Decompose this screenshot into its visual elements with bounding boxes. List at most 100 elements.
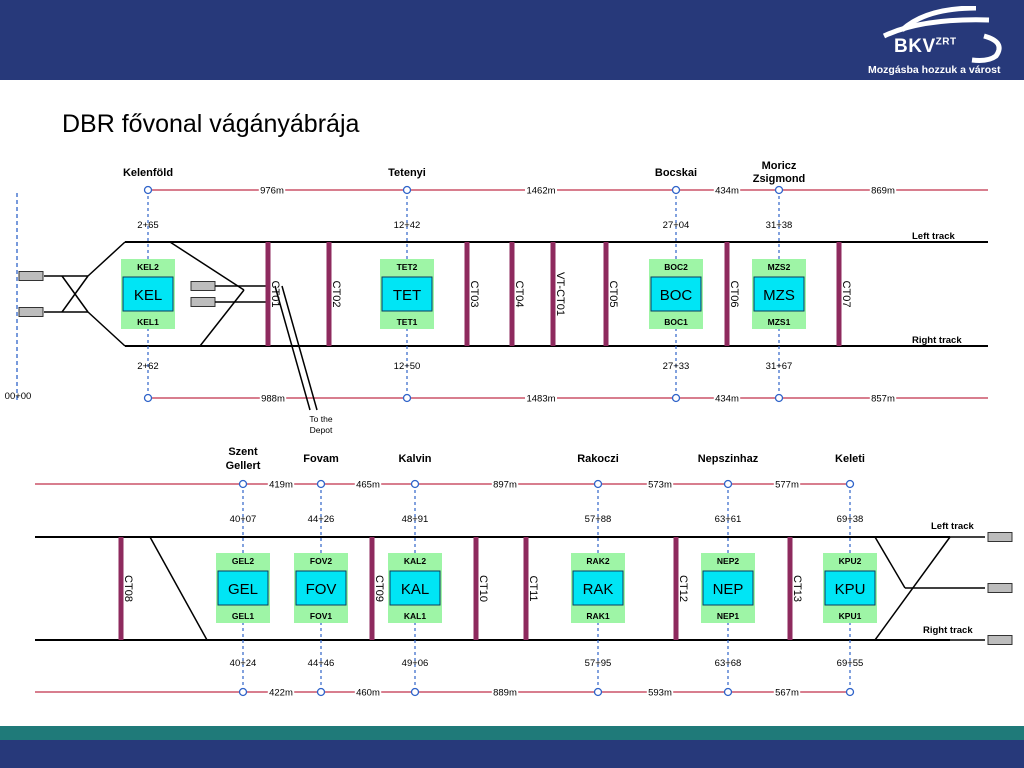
top-distance-lower-0-bg (259, 392, 287, 404)
top-station-boc-marker-upper (671, 185, 681, 195)
top-station-boc-name: Bocskai (655, 167, 697, 179)
top-crossover-ct04-label: CT04 (513, 281, 525, 308)
top-station-mzs-code: MZS (763, 287, 795, 304)
logo-superscript: ZRT (935, 36, 957, 48)
bottom-station-kpu-code-top: KPU2 (839, 556, 862, 566)
bottom-station-kal-platform (389, 570, 441, 606)
top-station-mzs-code-top: MZS2 (768, 262, 791, 272)
top-distance-upper-0-bg (258, 184, 286, 196)
top-crossover-ct05-label: CT05 (607, 281, 619, 308)
bottom-distance-lower-1-bg (354, 686, 382, 698)
top-distance-upper-1-bg (525, 184, 557, 196)
top-station-mzs-name2: Zsigmond (753, 173, 806, 185)
top-station-boc-code-top: BOC2 (664, 262, 688, 272)
top-station-mzs-code-bottom: MZS1 (768, 317, 791, 327)
bottom-station-gel-name: Szent (228, 446, 258, 458)
bottom-distance-upper-4: 577m (775, 480, 799, 491)
top-station-tet-platform (381, 276, 433, 312)
top-station-kel-code: KEL (134, 287, 162, 304)
top-station-kel-code-bottom: KEL1 (137, 317, 159, 327)
depot-line-a (274, 285, 311, 411)
bottom-distance-upper-1: 465m (356, 480, 380, 491)
top-station-tet-code: TET (393, 287, 421, 304)
bottom-station-nep-chain-bottom: 63+68 (715, 658, 742, 669)
top-left-track-converge-a (87, 241, 126, 277)
top-station-tet-name: Tetenyi (388, 167, 426, 179)
top-crossover-ct02-label: CT02 (330, 281, 342, 308)
top-distance-lower-1-bg (525, 392, 557, 404)
bottom-switch-b (874, 536, 951, 641)
top-station-tet-chain-top: 12+42 (394, 220, 421, 231)
top-station-kel-code-top: KEL2 (137, 262, 159, 272)
bottom-station-nep-platform (702, 570, 754, 606)
top-station-boc-code-bottom: BOC1 (664, 317, 688, 327)
bottom-station-gel-code-bottom: GEL1 (232, 611, 254, 621)
bottom-station-fov-code-bottom: FOV1 (310, 611, 332, 621)
bottom-station-kpu-platform (824, 570, 876, 606)
top-distance-lower-2: 434m (715, 394, 739, 405)
page-title: DBR fővonal vágányábrája (62, 110, 360, 138)
top-station-kel-marker-lower (143, 393, 153, 403)
top-crossover-ct07-label: CT07 (840, 281, 852, 308)
bottom-buffer-stop-lower (987, 635, 1013, 645)
top-station-mzs-chain-top: 31+38 (766, 220, 793, 231)
top-station-kel-chain-bottom: 2+62 (137, 361, 158, 372)
logo-tagline: Mozgásba hozzuk a várost (868, 64, 1001, 76)
top-station-kel-chain-top: 2+65 (137, 220, 158, 231)
top-distance-upper-3-bg (869, 184, 897, 196)
bottom-distance-lower-2-bg (491, 686, 519, 698)
top-buffer-stop-upper (18, 271, 44, 281)
top-left-track-label: Left track (912, 231, 955, 242)
bottom-station-fov-chain-bottom: 44+46 (308, 658, 335, 669)
bottom-station-gel-code-top: GEL2 (232, 556, 254, 566)
top-station-mzs-marker-lower (774, 393, 784, 403)
top-station-mzs-chain-bottom: 31+67 (766, 361, 793, 372)
bottom-distance-lower-4-bg (773, 686, 801, 698)
bottom-station-kpu-chain-top: 69+38 (837, 514, 864, 525)
bottom-station-kal-code-top: KAL2 (404, 556, 426, 566)
top-distance-lower-3-bg (869, 392, 897, 404)
top-distance-lower-0: 988m (261, 394, 285, 405)
bottom-distance-lower-0-bg (267, 686, 295, 698)
bottom-station-nep-marker-upper (723, 479, 733, 489)
bottom-station-kal-chain-top: 48+91 (402, 514, 429, 525)
top-distance-upper-3: 869m (871, 186, 895, 197)
top-station-kel-marker-upper (143, 185, 153, 195)
top-distance-lower-1: 1483m (526, 394, 555, 405)
bottom-station-fov-chain-top: 44+26 (308, 514, 335, 525)
bottom-station-kal-marker-lower (410, 687, 420, 697)
bottom-distance-upper-2-bg (491, 478, 519, 490)
bottom-station-rak-name: Rakoczi (577, 453, 619, 465)
top-station-boc-marker-lower (671, 393, 681, 403)
top-crossover-ct06-label: CT06 (728, 281, 740, 308)
bottom-distance-upper-3-bg (646, 478, 674, 490)
bottom-station-kal-code-bottom: KAL1 (404, 611, 426, 621)
bottom-distance-lower-2: 889m (493, 688, 517, 699)
top-kel-switch-b (199, 289, 245, 347)
top-crossover-vt-ct01-label: VT-CT01 (554, 272, 566, 316)
bottom-buffer-stop-middle (987, 583, 1013, 593)
bottom-station-rak-platform (572, 570, 624, 606)
bottom-station-fov-code-top: FOV2 (310, 556, 332, 566)
bottom-crossover-ct12-label: CT12 (677, 575, 689, 602)
depot-label-2: Depot (310, 425, 333, 435)
zero-marker-label: 00+00 (5, 391, 32, 402)
bottom-buffer-stop-upper (987, 532, 1013, 542)
bottom-crossover-ct08-label: CT08 (122, 575, 134, 602)
bottom-station-kal-chain-bottom: 49+06 (402, 658, 429, 669)
top-station-boc-chain-bottom: 27+33 (663, 361, 690, 372)
top-crossover-ct03-label: CT03 (468, 281, 480, 308)
bottom-station-gel-marker-upper (238, 479, 248, 489)
top-station-boc-code: BOC (660, 287, 693, 304)
bottom-distance-lower-0: 422m (269, 688, 293, 699)
bottom-station-fov-code: FOV (306, 581, 337, 598)
top-distance-upper-2-bg (713, 184, 741, 196)
logo-brand: BKV (894, 36, 936, 57)
bottom-distance-upper-0: 419m (269, 480, 293, 491)
top-kel-switch-a (169, 241, 245, 291)
bkv-logo: BKVZRT Mozgásba hozzuk a várost (864, 6, 1014, 76)
top-crossover-ct01-label: CT01 (269, 281, 281, 308)
top-buffer-stop-lower (18, 307, 44, 317)
bottom-station-fov-platform (295, 570, 347, 606)
